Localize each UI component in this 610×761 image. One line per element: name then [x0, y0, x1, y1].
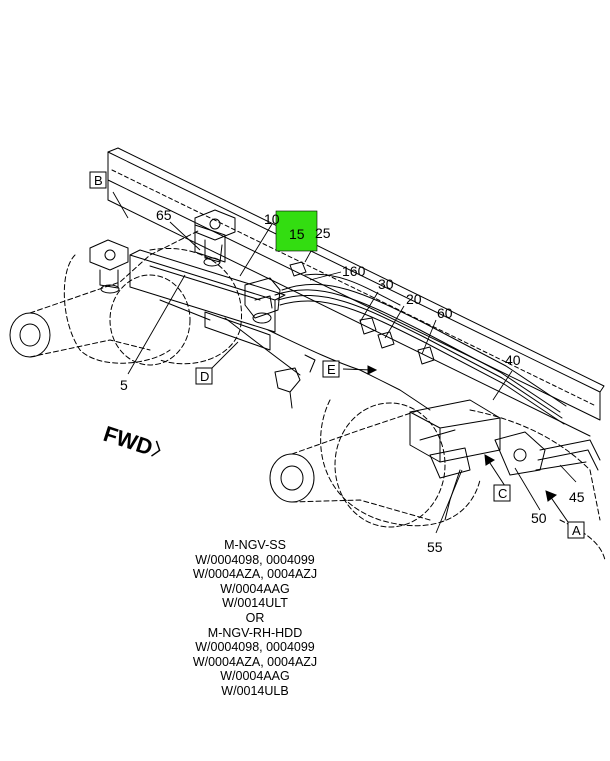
note-line: W/0014ULT [222, 596, 288, 611]
applicability-notes: M-NGV-SS W/0004098, 0004099 W/0004AZA, 0… [140, 538, 370, 699]
frame-rail [107, 147, 605, 437]
view-ref-e: E [322, 360, 340, 378]
rear-axle-housing [269, 399, 606, 561]
callout-20: 20 [406, 291, 422, 307]
note-line: W/0004098, 0004099 [195, 640, 315, 655]
callout-55: 55 [427, 539, 443, 555]
callout-40: 40 [505, 352, 521, 368]
valve-cluster [244, 261, 307, 324]
view-ref-c: C [493, 484, 511, 502]
callout-25: 25 [315, 225, 331, 241]
note-line: W/0004098, 0004099 [195, 552, 315, 567]
fwd-arrow-icon [151, 440, 161, 457]
fwd-indicator: FWD [100, 421, 161, 460]
relay-valve [194, 209, 236, 267]
left-valve [89, 239, 129, 294]
note-line: M-NGV-SS [224, 538, 286, 552]
view-ref-a: A [567, 521, 585, 539]
callout-45: 45 [569, 489, 585, 505]
callout-15: 15 [289, 226, 305, 242]
callout-5: 5 [120, 377, 128, 393]
callout-65: 65 [156, 207, 172, 223]
highlight-box [275, 210, 318, 252]
bracket-assembly [129, 224, 286, 351]
clamps [359, 317, 435, 365]
view-ref-b-label: B [94, 173, 103, 188]
callout-160: 160 [342, 263, 366, 279]
note-line: W/0004AAG [220, 669, 290, 684]
view-ref-d: D [195, 367, 213, 385]
view-ref-c-label: C [498, 486, 507, 501]
leader-lines [112, 191, 577, 534]
note-line: OR [245, 610, 265, 625]
callout-30: 30 [378, 276, 394, 292]
view-ref-e-label: E [327, 362, 336, 377]
fitting [274, 354, 316, 409]
callout-10: 10 [264, 211, 280, 227]
note-line: W/0004AAG [220, 581, 290, 596]
air-line-harness [224, 273, 567, 425]
note-line: W/0014ULB [221, 683, 289, 698]
front-axle-housing [9, 229, 242, 366]
callout-60: 60 [437, 305, 453, 321]
rear-valve-assembly [409, 399, 601, 521]
note-line: W/0004AZA, 0004AZJ [192, 654, 318, 669]
view-ref-d-label: D [200, 369, 209, 384]
note-line: M-NGV-RH-HDD [207, 625, 303, 640]
view-ref-a-label: A [572, 523, 581, 538]
arrows [342, 365, 569, 523]
callout-50: 50 [531, 510, 547, 526]
fwd-label: FWD [100, 421, 155, 460]
note-line: W/0004AZA, 0004AZJ [192, 567, 318, 582]
view-ref-b: B [89, 171, 107, 189]
